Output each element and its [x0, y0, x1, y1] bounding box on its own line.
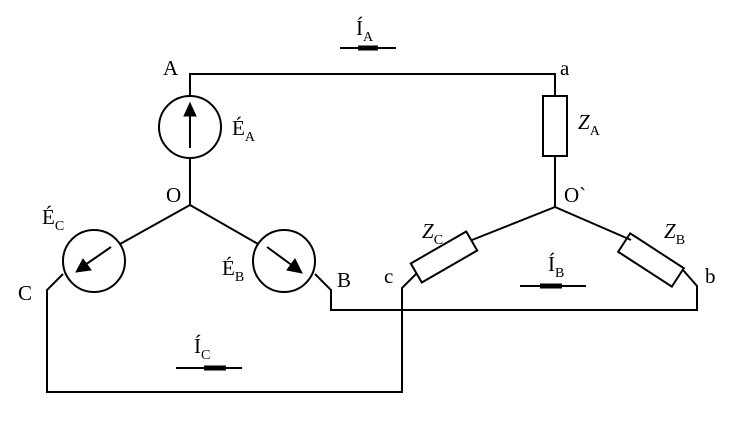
node-label-c-upper: C — [18, 281, 33, 305]
impedance-za — [542, 95, 568, 157]
current-label-ia: ÍA — [356, 16, 374, 45]
source-ec-arrowhead — [75, 258, 92, 273]
source-ec — [62, 229, 126, 293]
node-label-o: O — [166, 183, 182, 207]
source-eb — [252, 229, 316, 293]
impedance-zb — [616, 231, 686, 289]
source-ec-arrow — [84, 246, 112, 266]
source-label-eb: ÉB — [222, 256, 245, 285]
source-eb-arrowhead — [286, 258, 303, 274]
node-label-b-lower: b — [705, 264, 716, 288]
impedance-label-za: ZA — [578, 110, 600, 139]
current-label-ib: ÍB — [548, 252, 565, 281]
wire-a-to-a — [189, 73, 556, 96]
source-ea-arrowhead — [183, 101, 197, 117]
source-label-ea: ÉA — [232, 116, 255, 145]
impedance-zc — [409, 230, 479, 284]
current-label-ic: ÍC — [194, 334, 211, 363]
source-eb-arrow — [266, 246, 294, 267]
wire-o-to-ec — [119, 204, 191, 245]
source-label-ec: ÉC — [42, 205, 65, 234]
wire-o-prime-to-zc — [471, 206, 556, 241]
node-label-b-upper: B — [337, 268, 352, 292]
impedance-label-zb: ZB — [664, 219, 686, 248]
node-label-a-upper: A — [163, 56, 179, 80]
node-label-o-prime: O` — [564, 183, 587, 207]
impedance-label-zc: ZC — [422, 219, 444, 248]
wire-eb-to-b — [314, 269, 698, 311]
node-label-a-lower: a — [560, 56, 570, 80]
wire-ec-to-c — [46, 273, 417, 393]
wire-o-to-eb — [189, 204, 259, 245]
node-label-c-lower: c — [384, 264, 394, 288]
wire-o-prime-to-zb — [554, 206, 632, 241]
